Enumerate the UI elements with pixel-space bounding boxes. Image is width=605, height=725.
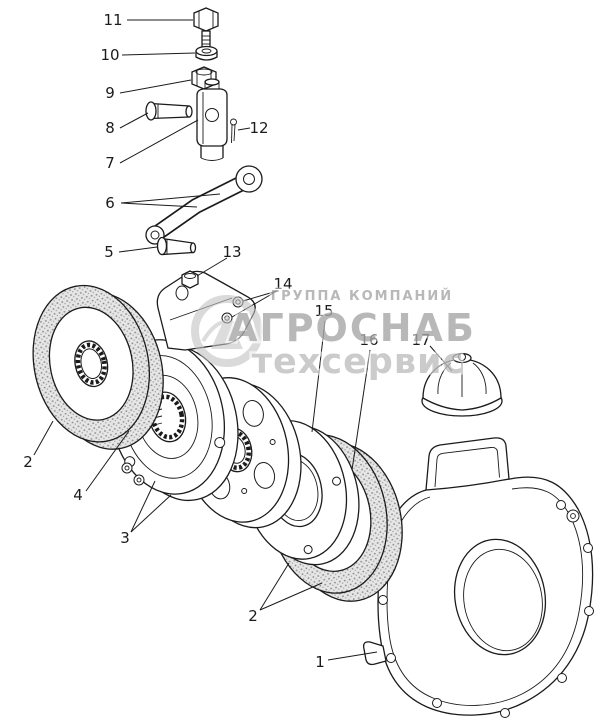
callout-2-bottom: 2 — [248, 607, 258, 625]
lever-pin — [156, 236, 197, 256]
window-hole — [253, 462, 276, 489]
adjuster-nut — [121, 462, 133, 474]
bolt-hole — [557, 673, 567, 683]
callout-6: 6 — [105, 194, 115, 212]
callout-13: 13 — [222, 243, 241, 261]
housing-collar — [425, 437, 510, 491]
bolt-hole — [386, 653, 396, 663]
leader-lines — [33, 19, 453, 661]
bolt-hole — [583, 543, 593, 553]
callout-15: 15 — [314, 302, 333, 320]
bracket-hole — [175, 285, 189, 301]
callout-5: 5 — [104, 243, 114, 261]
callout-17: 17 — [411, 331, 430, 349]
watermark-line3: техсервис — [252, 342, 465, 382]
callout-3: 3 — [120, 529, 130, 547]
lock-nut — [181, 270, 199, 289]
housing-lug — [566, 509, 580, 523]
bolt-hole — [556, 500, 566, 510]
clevis-fork — [196, 78, 228, 161]
housing-ear — [362, 641, 387, 666]
watermark-line1-halo: ГРУППА КОМПАНИЙ — [271, 288, 453, 304]
callout-1: 1 — [315, 653, 325, 671]
bolt-hole — [378, 595, 388, 605]
release-lever — [145, 165, 263, 245]
bolt-hole — [500, 708, 510, 718]
callout-2-left: 2 — [23, 453, 33, 471]
window-hole — [242, 400, 264, 427]
watermark-line2-halo: АГРОСНАБ — [228, 306, 476, 350]
callout-14: 14 — [273, 275, 292, 293]
callout-11: 11 — [103, 11, 122, 29]
spline-teeth — [75, 342, 107, 385]
callout-8: 8 — [105, 119, 115, 137]
cotter-pin — [230, 118, 237, 144]
watermark-line1: ГРУППА КОМПАНИЙ — [271, 288, 453, 304]
callout-10: 10 — [100, 46, 119, 64]
bolt — [193, 7, 219, 50]
clevis-pin — [145, 101, 193, 121]
callout-12: 12 — [249, 119, 268, 137]
clevis-hole — [205, 108, 219, 122]
clutch-housing — [360, 437, 594, 718]
adjuster-nut — [133, 474, 145, 486]
bolt-hole — [584, 606, 594, 616]
friction-disc-left — [32, 284, 164, 450]
watermark-line3-halo: техсервис — [252, 342, 465, 382]
watermark-logo — [191, 295, 263, 367]
callout-7: 7 — [105, 154, 115, 172]
callout-labels: 11 10 9 8 7 12 6 5 13 14 15 16 17 2 4 3 … — [23, 11, 430, 671]
callout-16: 16 — [359, 331, 378, 349]
callout-9: 9 — [105, 84, 115, 102]
nut — [191, 66, 217, 90]
breather-cap — [421, 352, 503, 417]
housing-bore — [453, 538, 547, 656]
washer — [195, 45, 218, 61]
callout-4: 4 — [73, 486, 83, 504]
bolt-hole — [432, 698, 442, 708]
watermark: ГРУППА КОМПАНИЙ ГРУППА КОМПАНИЙ АГРОСНАБ… — [191, 286, 476, 385]
watermark-line2: АГРОСНАБ — [228, 306, 476, 350]
